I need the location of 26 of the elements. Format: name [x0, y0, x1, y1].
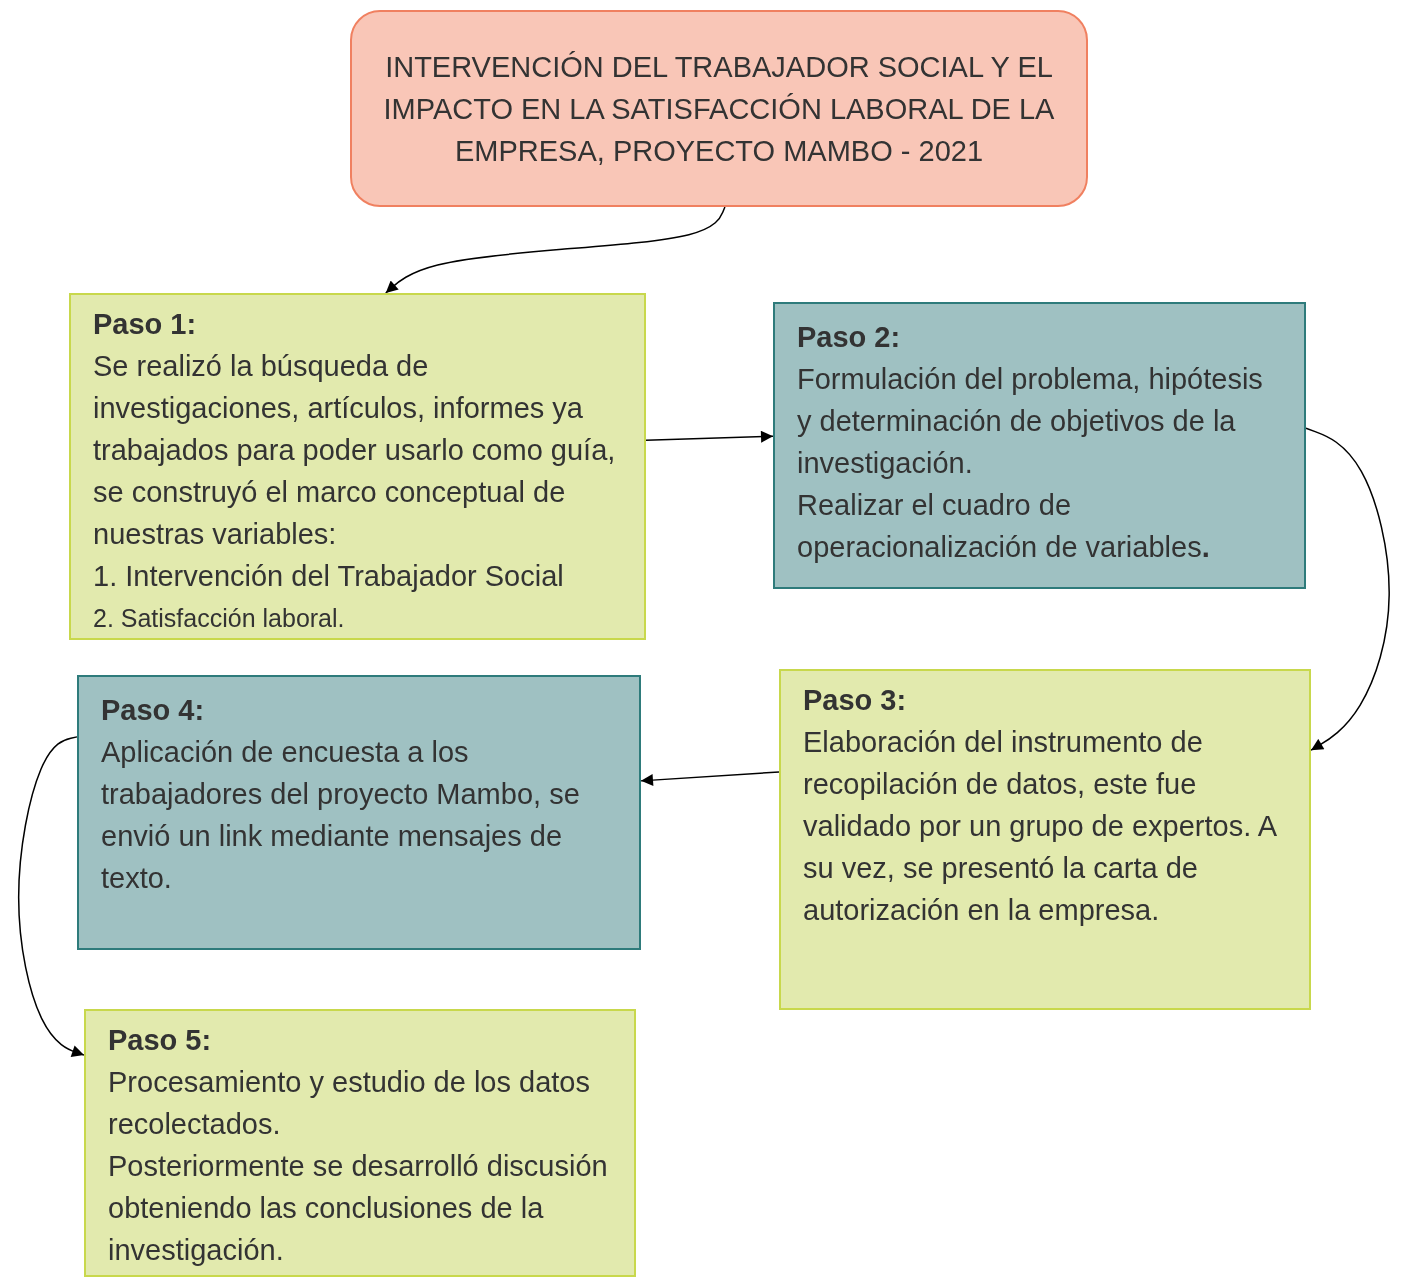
step-text: Aplicación de encuesta a los trabajadores del proyecto Mambo, se envió un link mediante mensajes de texto.: [101, 735, 581, 896]
step-heading: Paso 4:: [101, 693, 206, 728]
step-text: Procesamiento y estudio de los datos recolectados.: [108, 1065, 591, 1142]
step-text: Formulación del problema, hipótesis y determinación de objetivos de la investigación.: [797, 362, 1264, 481]
step-heading: Paso 2:: [797, 320, 902, 355]
arrow: [385, 206, 726, 294]
step-heading: Paso 3:: [803, 683, 908, 718]
arrow: [17, 736, 85, 1057]
step-box: [779, 669, 1311, 1010]
step-heading: Paso 5:: [108, 1023, 213, 1058]
list-item: Se realizó la búsqueda de investigaciones, artículos, informes ya trabajados para poder usarlo como guía, se construyó el marco conceptual de nuestras variables:: [93, 349, 617, 552]
step-text: Realizar el cuadro de operacionalización de variables.: [797, 488, 1211, 565]
arrow: [1305, 427, 1390, 751]
step-text: Elaboración del instrumento de recopilación de datos, este fue validado por un grupo de expertos. A su vez, se presentó la carta de autorización en la empresa.: [803, 725, 1277, 928]
step-box: [77, 675, 641, 950]
step-box: [84, 1009, 636, 1277]
step-box: [69, 293, 646, 640]
title-text: INTERVENCIÓN DEL TRABAJADOR SOCIAL Y EL IMPACTO EN LA SATISFACCIÓN LABORAL DE LA EMPRESA, PROYECTO MAMBO - 2021: [382, 49, 1056, 169]
step-box: [773, 302, 1306, 589]
arrow: [640, 771, 780, 787]
step-heading: Paso 1:: [93, 307, 198, 342]
list-item: 1. Intervención del Trabajador Social: [93, 559, 565, 594]
title-box: [350, 10, 1088, 207]
step-text: Posteriormente se desarrolló discusión obteniendo las conclusiones de la investigación.: [108, 1149, 609, 1268]
list-item: 2. Satisfacción laboral.: [93, 603, 346, 634]
arrow: [645, 430, 774, 443]
